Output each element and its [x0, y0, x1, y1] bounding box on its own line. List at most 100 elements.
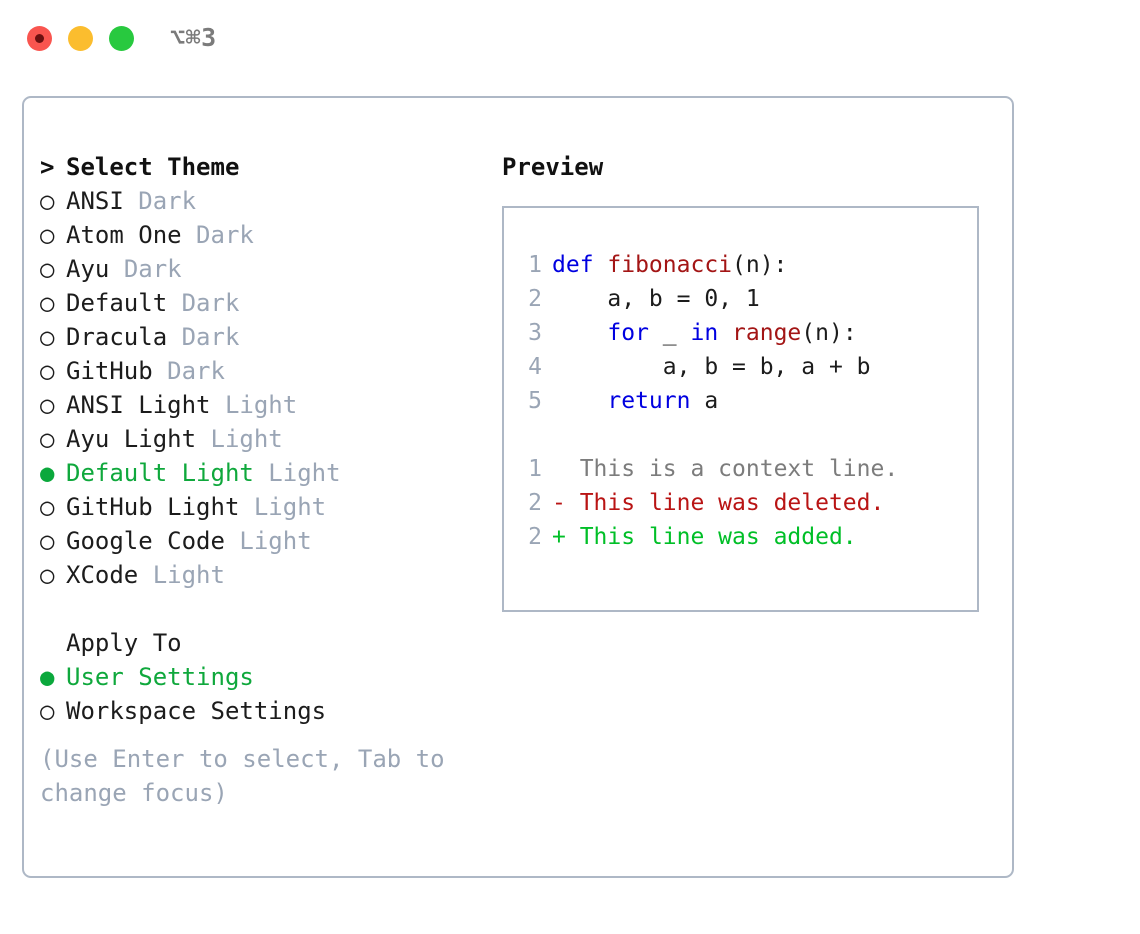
line-number: 2: [528, 490, 542, 516]
line-number: 2: [528, 524, 542, 550]
radio-unselected-icon[interactable]: ○: [40, 561, 55, 589]
theme-name: ANSI Light: [66, 391, 211, 419]
diff-line: 1 This is a context line.: [516, 452, 973, 486]
radio-unselected-icon[interactable]: ○: [40, 289, 55, 317]
code-line: 1 def fibonacci(n):: [516, 248, 973, 282]
code-token: a: [690, 388, 719, 414]
radio-unselected-icon[interactable]: ○: [40, 697, 55, 725]
radio-unselected-icon[interactable]: ○: [40, 425, 55, 453]
theme-name: ANSI: [66, 187, 124, 215]
theme-name: Default: [66, 289, 168, 317]
line-number: 1: [528, 456, 542, 482]
diff-text: This line was deleted.: [579, 490, 885, 516]
code-token: a, b = 0, 1: [552, 286, 760, 312]
theme-list-item[interactable]: ○ Default Dark: [40, 286, 480, 320]
theme-list-item[interactable]: ○ ANSI Dark: [40, 184, 480, 218]
theme-name: XCode: [66, 561, 139, 589]
theme-list-item[interactable]: ○ GitHub Dark: [40, 354, 480, 388]
diff-text: This is a context line.: [579, 456, 899, 482]
code-token: [552, 388, 607, 414]
code-token: a, b = b, a + b: [552, 354, 871, 380]
theme-name: Dracula: [66, 323, 168, 351]
line-number: 1: [528, 252, 542, 278]
theme-name: Atom One: [66, 221, 182, 249]
theme-variant-tag: Light: [210, 425, 283, 453]
theme-variant-tag: Dark: [167, 357, 225, 385]
theme-name: GitHub Light: [66, 493, 240, 521]
code-line: 5 return a: [516, 384, 973, 418]
apply-to-item[interactable]: ●User Settings: [40, 660, 480, 694]
theme-list-item[interactable]: ○ XCode Light: [40, 558, 480, 592]
radio-unselected-icon[interactable]: ○: [40, 221, 55, 249]
code-token: fibonacci: [607, 252, 733, 278]
diff-marker: +: [552, 524, 580, 550]
apply-to-heading: Apply To: [40, 626, 480, 660]
zoom-button[interactable]: [109, 26, 134, 51]
diff-marker: -: [552, 490, 580, 516]
code-token: (n):: [732, 252, 788, 278]
theme-list-item[interactable]: ○Ayu Light Light: [40, 422, 480, 456]
radio-unselected-icon[interactable]: ○: [40, 493, 55, 521]
code-token: (n):: [801, 320, 857, 346]
theme-name: Google Code: [66, 527, 225, 555]
theme-list-item[interactable]: ○ Atom One Dark: [40, 218, 480, 252]
radio-selected-icon[interactable]: ●: [40, 663, 55, 691]
apply-to-item[interactable]: ○ Workspace Settings: [40, 694, 480, 728]
code-token: def: [552, 252, 608, 278]
radio-unselected-icon[interactable]: ○: [40, 255, 55, 283]
keyboard-hint: (Use Enter to select, Tab to change focu…: [40, 745, 445, 807]
theme-variant-tag: Dark: [123, 255, 182, 283]
apply-to-label: Workspace Settings: [66, 697, 327, 725]
close-button[interactable]: [27, 26, 52, 51]
theme-variant-tag: Dark: [181, 289, 240, 317]
theme-variant-tag: Light: [253, 493, 327, 521]
diff-line: 2- This line was deleted.: [516, 486, 973, 520]
preview-title: Preview: [502, 153, 604, 181]
theme-variant-tag: Dark: [138, 187, 197, 215]
line-number: 4: [528, 354, 542, 380]
theme-name: GitHub: [66, 357, 153, 385]
window-shortcut-label: ⌥⌘3: [170, 23, 217, 52]
code-line: 3 for _ in range(n):: [516, 316, 973, 350]
theme-picker-panel: >Select Theme ○ANSI Dark○Atom One Dark○A…: [22, 96, 1014, 878]
line-number: 5: [528, 388, 542, 414]
selection-column: >Select Theme ○ANSI Dark○Atom One Dark○A…: [40, 150, 480, 810]
code-line: 2 a, b = 0, 1: [516, 282, 973, 316]
theme-variant-tag: Light: [268, 459, 341, 487]
diff-marker: [552, 456, 580, 482]
code-token: in: [690, 320, 719, 346]
theme-list-item[interactable]: ○Dracula Dark: [40, 320, 480, 354]
diff-line: 2+ This line was added.: [516, 520, 973, 554]
theme-list-item[interactable]: ○ ANSI Light Light: [40, 388, 480, 422]
radio-unselected-icon[interactable]: ○: [40, 527, 55, 555]
minimize-button[interactable]: [68, 26, 93, 51]
title-bar: ⌥⌘3: [0, 0, 1140, 78]
radio-unselected-icon[interactable]: ○: [40, 357, 55, 385]
radio-selected-icon[interactable]: ●: [40, 459, 55, 487]
theme-list-item[interactable]: ○ Ayu Dark: [40, 252, 480, 286]
theme-variant-tag: Dark: [196, 221, 254, 249]
theme-list-item[interactable]: ○Google Code Light: [40, 524, 480, 558]
theme-variant-tag: Light: [224, 391, 298, 419]
theme-list: ○ ANSI Dark ○ Atom One Dark ○ Ayu Dark ○ Defaul…: [40, 184, 480, 592]
theme-list-item[interactable]: ○ GitHub Light Light: [40, 490, 480, 524]
theme-name: Ayu: [66, 255, 110, 283]
heading-marker: >: [40, 153, 55, 181]
line-number: 2: [528, 286, 542, 312]
theme-list-item[interactable]: ● Default Light Light: [40, 456, 480, 490]
code-token: range: [732, 320, 802, 346]
theme-name: Default Light: [66, 459, 254, 487]
code-diff-spacer: [516, 418, 973, 452]
radio-unselected-icon[interactable]: ○: [40, 323, 55, 351]
code-token: return: [607, 388, 691, 414]
select-theme-heading-label: Select Theme: [66, 153, 240, 181]
theme-variant-tag: Light: [152, 561, 225, 589]
radio-unselected-icon[interactable]: ○: [40, 391, 55, 419]
select-theme-heading: > Select Theme: [40, 150, 480, 184]
apply-to-heading-label: Apply To: [66, 629, 182, 657]
radio-unselected-icon[interactable]: ○: [40, 187, 55, 215]
line-number: 3: [528, 320, 542, 346]
